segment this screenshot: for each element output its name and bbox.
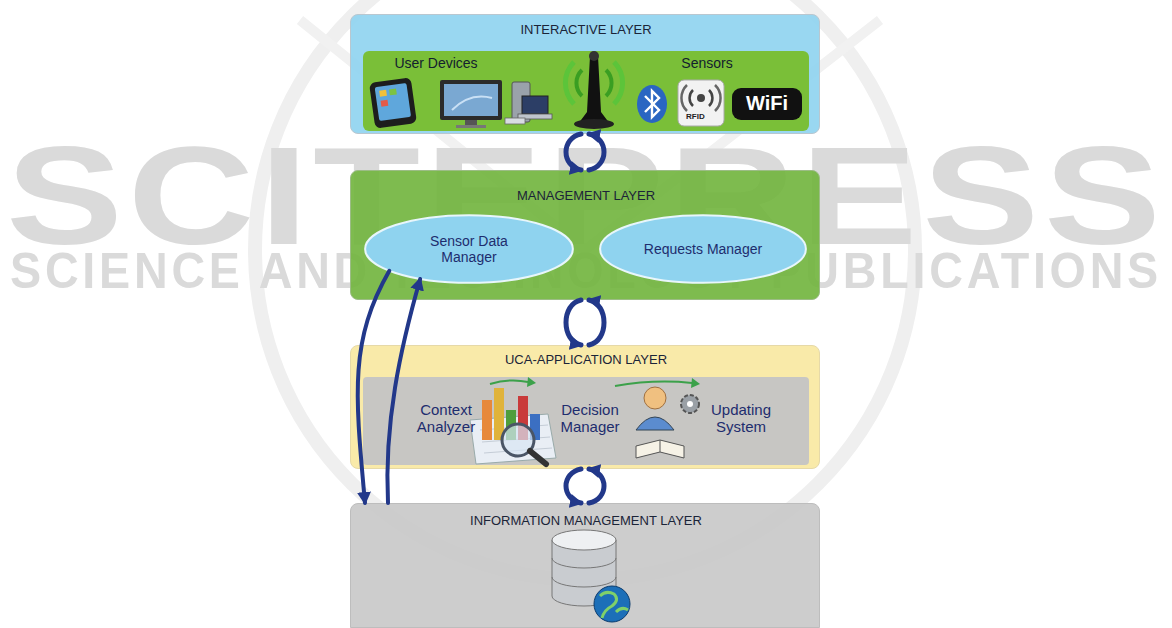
connector-stroke [589,300,604,345]
connector-stroke [358,271,390,503]
layer-title: MANAGEMENT LAYER [351,189,821,204]
computer-icon [505,82,552,124]
component-panel: Context Analyzer Decision Manager Updating… [363,377,809,465]
connector-stroke [566,134,581,170]
icon-text: RFID [686,112,705,121]
connector [358,271,420,503]
component-name: Updating System [699,401,783,436]
manager-ellipse: Requests Manager [598,213,808,285]
database-icon [552,530,630,622]
connector-stroke [589,469,604,503]
component-name: Decision Manager [551,401,629,436]
manager-ellipse: Sensor Data Manager [363,213,575,285]
phone-icon [369,77,417,128]
connector [566,469,604,503]
wifi-badge [732,88,802,120]
connector-stroke [566,469,581,503]
panel-label: Sensors [659,55,755,71]
rfid-icon [678,80,724,126]
connector-stroke [387,279,420,503]
bluetooth-icon [637,85,667,123]
layer-title: UCA-APPLICATION LAYER [351,353,821,368]
chart-icon [470,388,556,464]
layer-title: INFORMATION MANAGEMENT LAYER [351,514,821,529]
flow-arrows [490,377,700,388]
connector [566,134,604,170]
layer-band: UCA-APPLICATION LAYER Context Analyzer Dec… [350,345,820,469]
connector-stroke [589,134,604,170]
connector-stroke [566,300,581,345]
connector [566,300,604,345]
component-name: Context Analyzer [405,401,487,436]
panel-label: User Devices [381,55,491,71]
manager-name: Requests Manager [628,241,778,257]
updater-icon [636,387,699,458]
icon-text: WiFi [737,92,797,115]
manager-name: Sensor Data Manager [409,233,529,265]
antenna-icon [565,51,622,129]
monitor-icon [440,80,502,128]
layer-title: INTERACTIVE LAYER [351,23,821,38]
